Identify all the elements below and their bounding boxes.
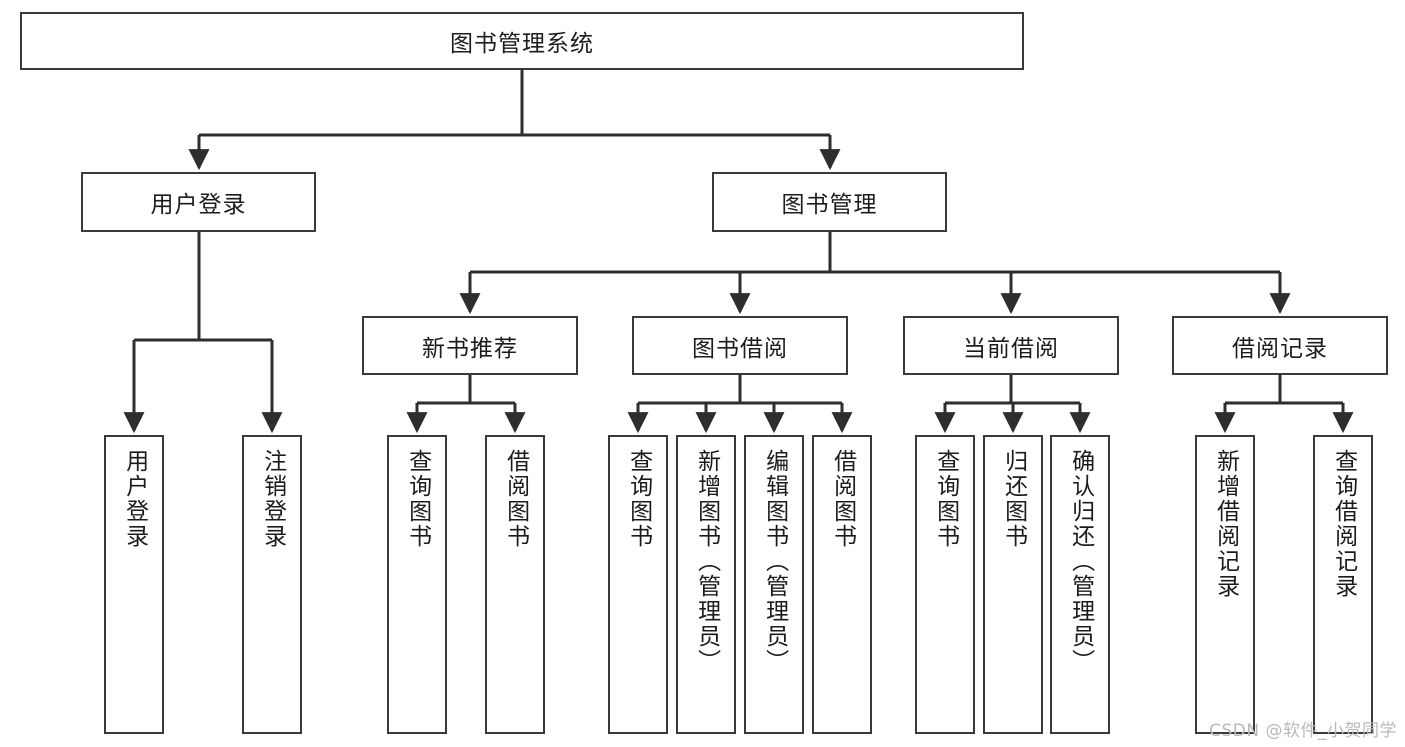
node-borrow-records-label: 借阅记录: [1232, 335, 1328, 362]
node-new-book-recommend-label: 新书推荐: [422, 335, 518, 362]
leaf-user-login-label: 用户登录: [121, 449, 148, 549]
leaf-query-borrow-record[interactable]: 查询借阅记录: [1313, 435, 1373, 734]
node-book-borrow-label: 图书借阅: [692, 335, 788, 362]
node-current-borrow[interactable]: 当前借阅: [903, 316, 1119, 375]
leaf-query-books-borrow-label: 查询图书: [625, 449, 652, 549]
node-borrow-records[interactable]: 借阅记录: [1172, 316, 1388, 375]
leaf-add-book-admin-label: 新增图书（管理员）: [693, 449, 720, 674]
leaf-borrow-books-new[interactable]: 借阅图书: [485, 435, 545, 734]
leaf-add-book-admin[interactable]: 新增图书（管理员）: [676, 435, 736, 734]
leaf-query-books-new-label: 查询图书: [404, 449, 431, 549]
leaf-confirm-return-admin-label: 确认归还（管理员）: [1067, 449, 1094, 674]
node-book-management-label: 图书管理: [781, 192, 878, 218]
leaf-add-borrow-record-label: 新增借阅记录: [1212, 449, 1239, 599]
leaf-edit-book-admin[interactable]: 编辑图书（管理员）: [744, 435, 804, 734]
leaf-borrow-book[interactable]: 借阅图书: [812, 435, 872, 734]
leaf-query-books-current[interactable]: 查询图书: [915, 435, 975, 734]
node-user-login[interactable]: 用户登录: [81, 172, 316, 232]
leaf-borrow-book-label: 借阅图书: [829, 449, 856, 549]
node-book-borrow[interactable]: 图书借阅: [632, 316, 848, 375]
node-root-label: 图书管理系统: [450, 31, 594, 57]
leaf-user-login[interactable]: 用户登录: [104, 435, 164, 734]
csdn-watermark: CSDN @软件_小贺同学: [1209, 721, 1397, 741]
leaf-return-book[interactable]: 归还图书: [983, 435, 1043, 734]
leaf-edit-book-admin-label: 编辑图书（管理员）: [761, 449, 788, 674]
node-new-book-recommend[interactable]: 新书推荐: [362, 316, 578, 375]
leaf-logout[interactable]: 注销登录: [242, 435, 302, 734]
leaf-borrow-books-new-label: 借阅图书: [502, 449, 529, 549]
leaf-confirm-return-admin[interactable]: 确认归还（管理员）: [1050, 435, 1110, 734]
leaf-query-books-borrow[interactable]: 查询图书: [608, 435, 668, 734]
node-current-borrow-label: 当前借阅: [963, 335, 1059, 362]
leaf-return-book-label: 归还图书: [1000, 449, 1027, 549]
leaf-query-borrow-record-label: 查询借阅记录: [1330, 449, 1357, 599]
leaf-query-books-new[interactable]: 查询图书: [387, 435, 447, 734]
leaf-add-borrow-record[interactable]: 新增借阅记录: [1195, 435, 1255, 734]
node-root[interactable]: 图书管理系统: [20, 12, 1024, 70]
leaf-query-books-current-label: 查询图书: [932, 449, 959, 549]
leaf-logout-label: 注销登录: [259, 449, 286, 549]
node-book-management[interactable]: 图书管理: [712, 172, 947, 232]
node-user-login-label: 用户登录: [150, 192, 247, 218]
